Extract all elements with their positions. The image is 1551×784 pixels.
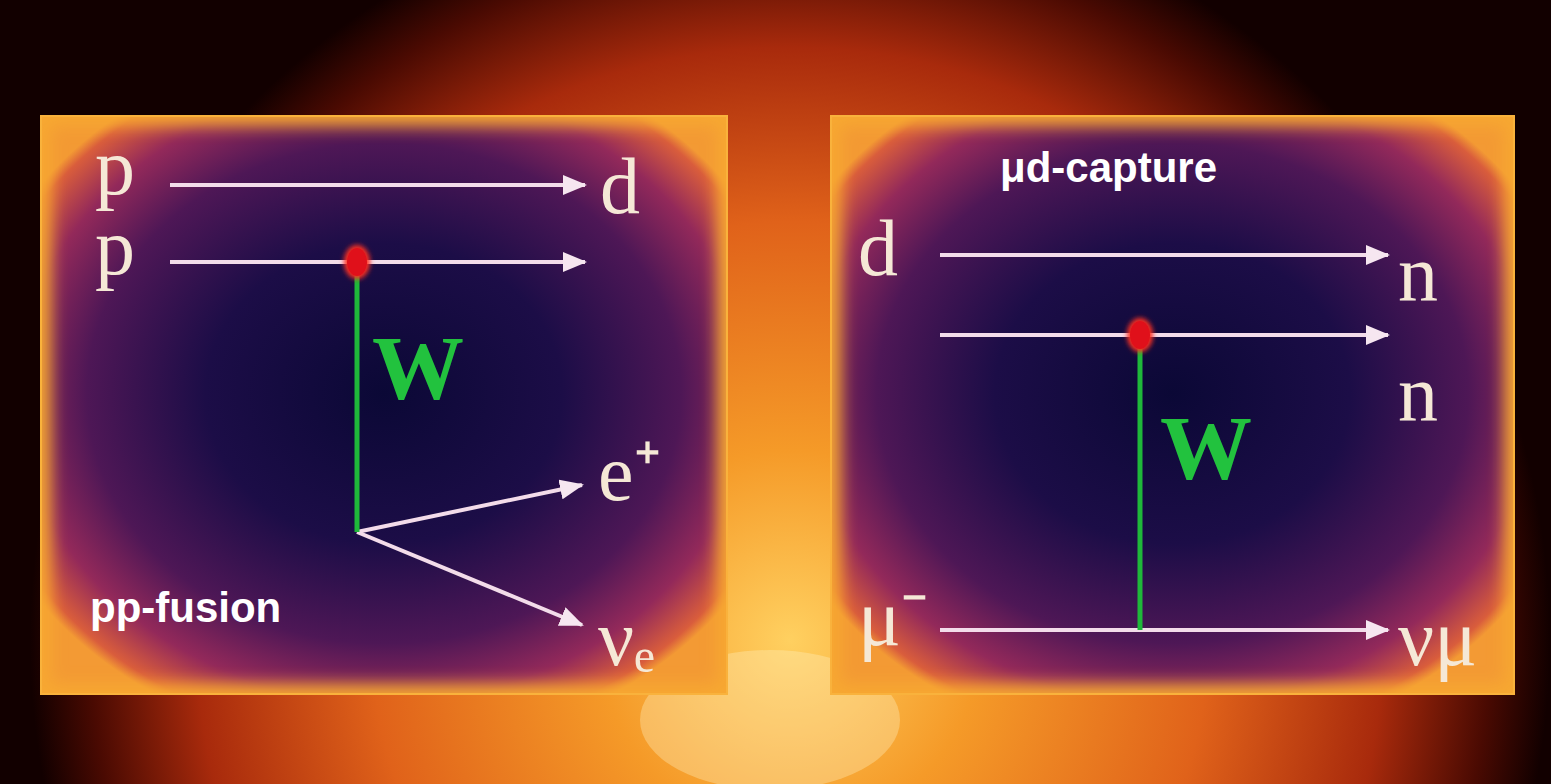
vertex-dot	[1130, 321, 1150, 349]
particle-label: p	[95, 207, 135, 287]
boson-label: W	[1160, 402, 1252, 494]
vertex-dot	[347, 248, 367, 276]
panel-title: μd-capture	[1000, 145, 1217, 191]
boson-label: W	[372, 322, 464, 414]
proton-line	[170, 260, 585, 264]
particle-label: p	[95, 127, 135, 207]
vertex-glow	[344, 245, 370, 279]
particle-label: d	[858, 208, 898, 288]
particle-label: e⁺	[598, 433, 661, 513]
particle-label: νₑ	[598, 598, 655, 678]
nucleon-line	[940, 333, 1388, 337]
proton-line	[170, 183, 585, 187]
particle-label: n	[1398, 233, 1438, 313]
neutrino-line	[357, 532, 582, 625]
particle-label: μ⁻	[858, 578, 928, 658]
particle-label: d	[600, 146, 640, 226]
particle-label: νμ	[1398, 598, 1477, 678]
nucleon-line	[940, 253, 1388, 257]
w-boson-line	[355, 262, 360, 532]
vertex-glow	[1127, 318, 1153, 352]
particle-label: n	[1398, 353, 1438, 433]
w-boson-line	[1138, 335, 1143, 630]
muon-line	[940, 628, 1388, 632]
positron-line	[357, 485, 582, 532]
panel-title: pp-fusion	[90, 585, 281, 631]
